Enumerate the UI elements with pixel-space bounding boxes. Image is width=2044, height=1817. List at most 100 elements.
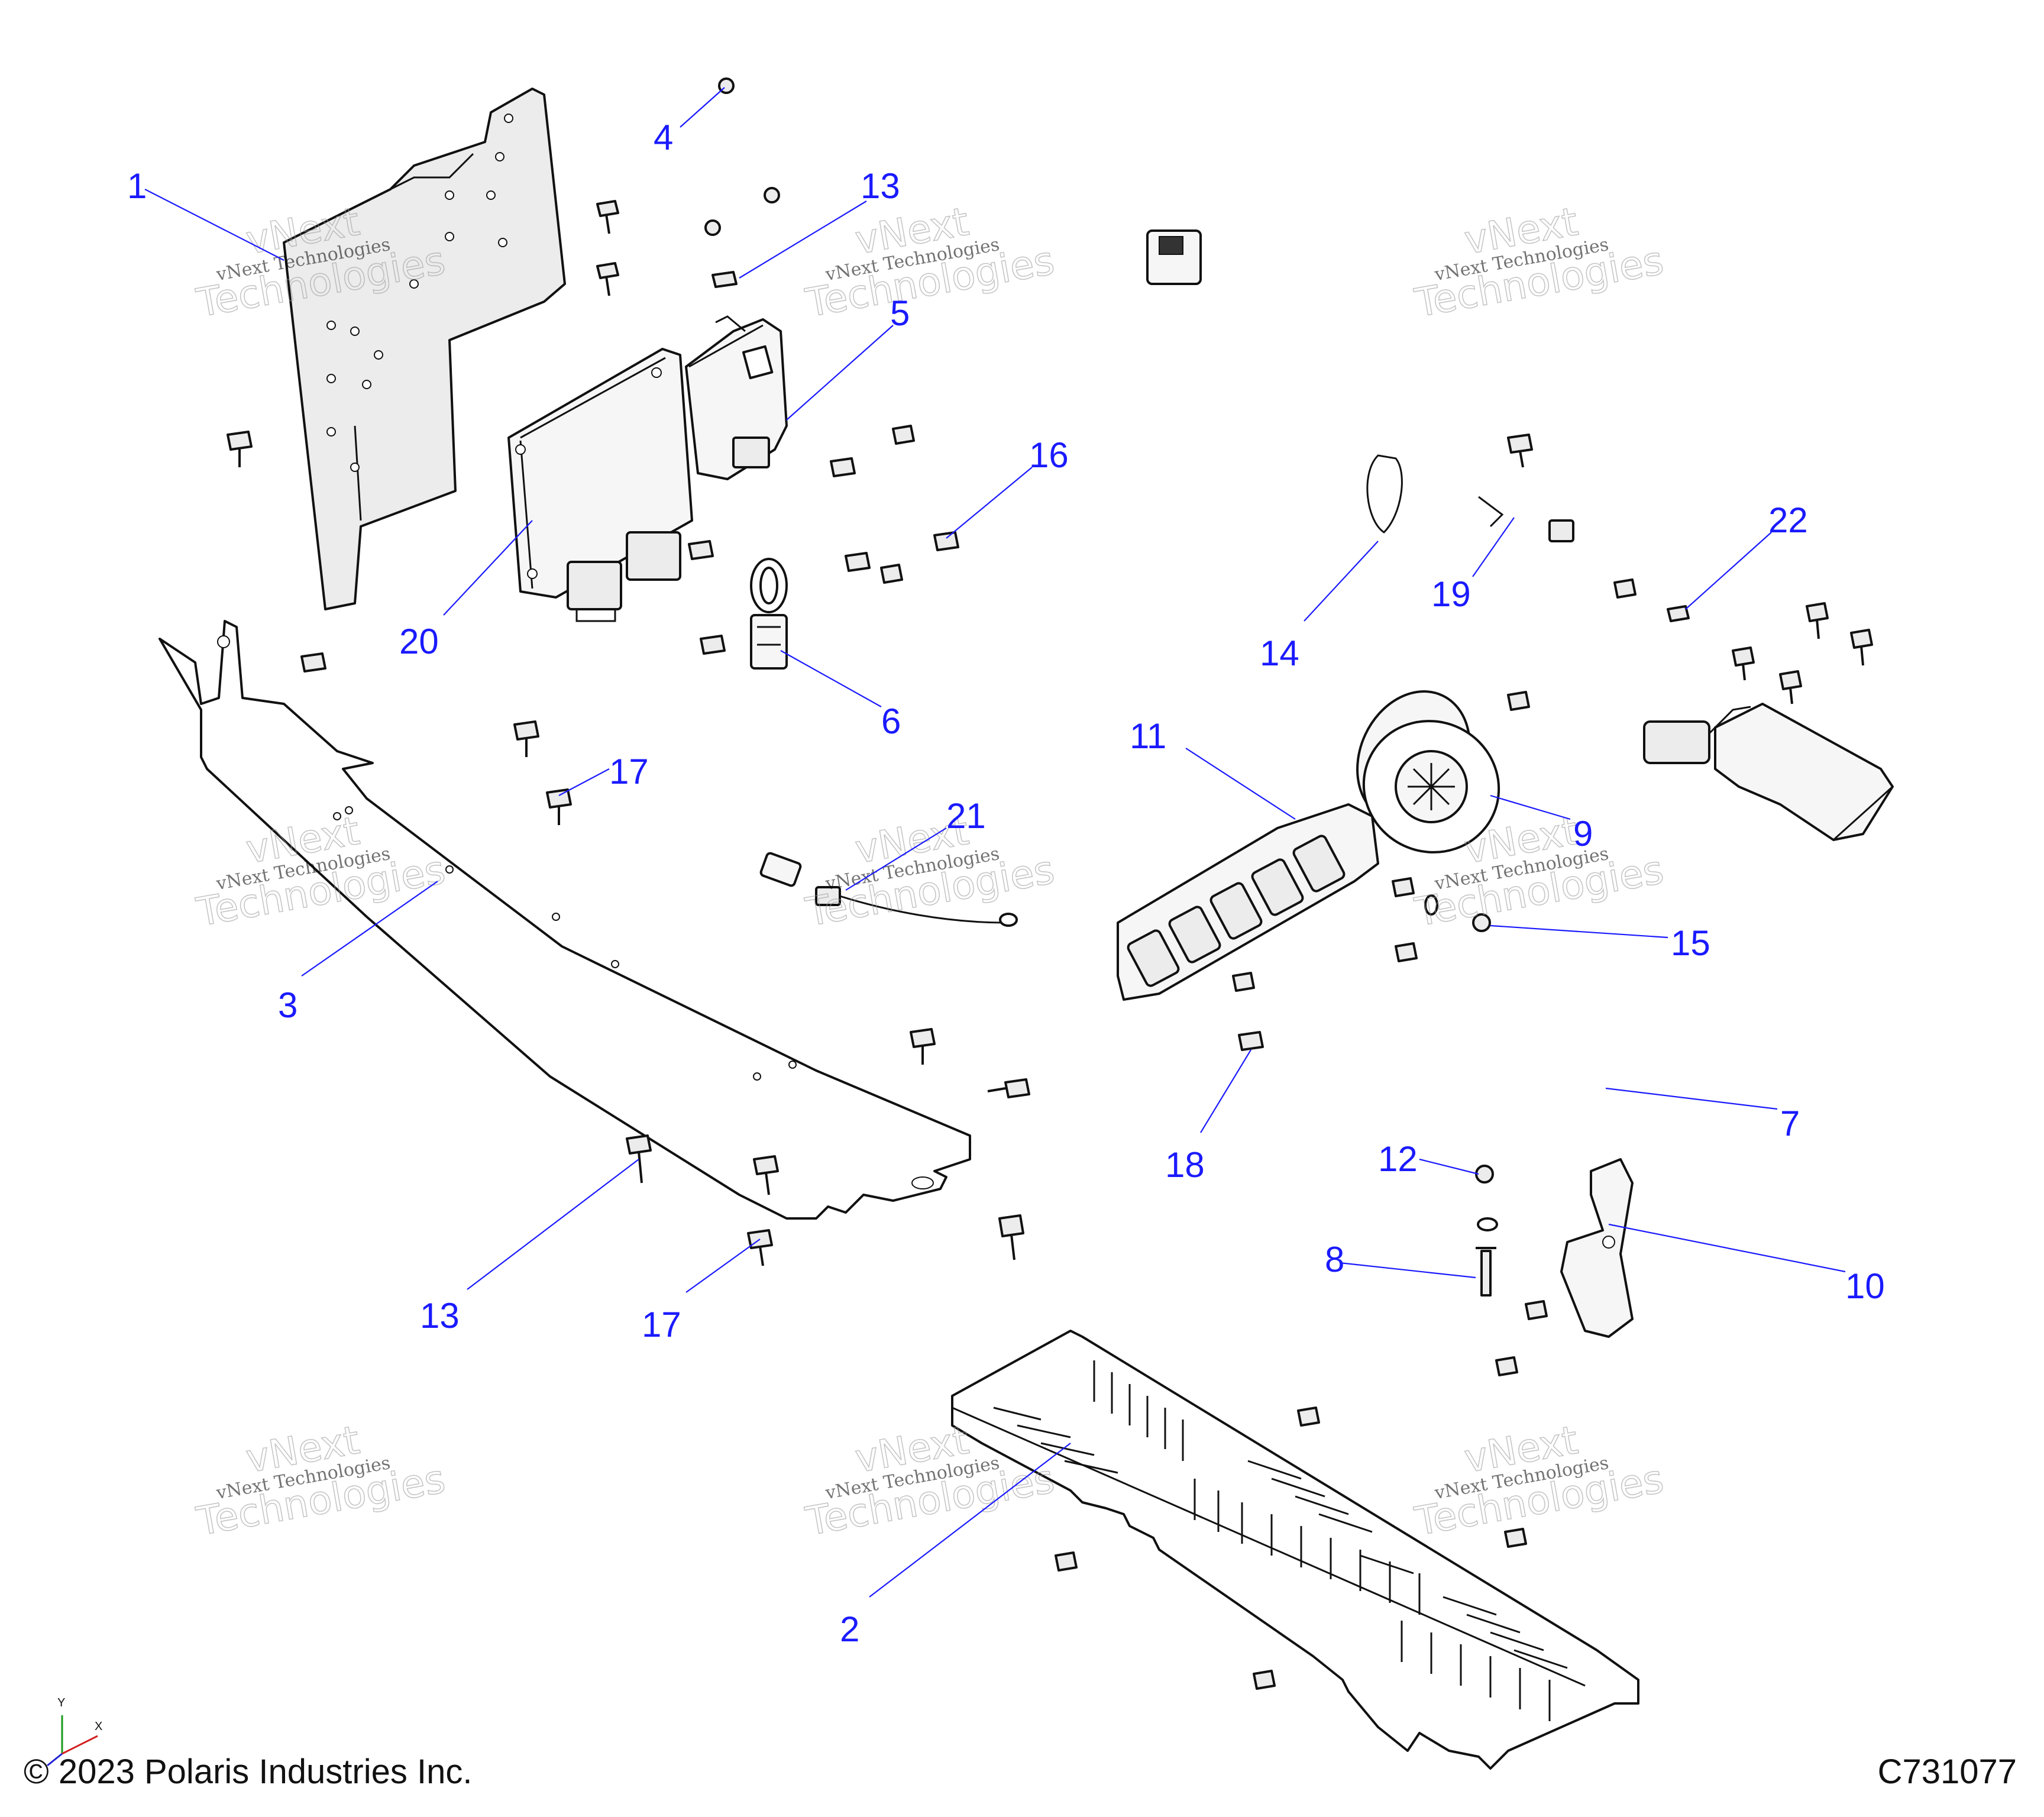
fastener bbox=[704, 219, 721, 236]
fasteners bbox=[227, 77, 1873, 1690]
fastener bbox=[1613, 578, 1637, 599]
part-11-switch-bank bbox=[1117, 803, 1379, 1001]
part-21-wire-lead bbox=[759, 852, 1018, 927]
svg-text:7: 7 bbox=[1780, 1104, 1800, 1143]
svg-text:14: 14 bbox=[1260, 633, 1299, 673]
svg-text:13: 13 bbox=[420, 1296, 460, 1336]
fastener bbox=[998, 1214, 1024, 1260]
svg-text:22: 22 bbox=[1768, 500, 1808, 540]
part-10-bracket bbox=[1560, 1158, 1634, 1338]
svg-text:11: 11 bbox=[1130, 716, 1166, 756]
svg-text:10: 10 bbox=[1845, 1266, 1885, 1306]
fastener bbox=[1055, 1551, 1078, 1572]
fastener bbox=[700, 635, 726, 655]
fastener bbox=[1297, 1407, 1320, 1427]
svg-text:8: 8 bbox=[1325, 1240, 1344, 1279]
callout-6: 6 bbox=[780, 650, 901, 741]
svg-text:12: 12 bbox=[1378, 1139, 1418, 1179]
fastener bbox=[1732, 646, 1755, 681]
svg-text:2: 2 bbox=[840, 1609, 859, 1649]
fastener bbox=[1507, 691, 1530, 711]
fastener bbox=[1238, 1031, 1264, 1051]
svg-text:1: 1 bbox=[127, 166, 147, 206]
callout-8: 8 bbox=[1325, 1240, 1476, 1279]
axis-triad: Y X bbox=[47, 1696, 102, 1767]
drawing-id: C731077 bbox=[1878, 1753, 2017, 1791]
callout-7: 7 bbox=[1605, 1087, 1800, 1143]
callout-1: 1 bbox=[127, 166, 284, 261]
fastener bbox=[933, 531, 959, 551]
svg-text:4: 4 bbox=[654, 118, 673, 157]
svg-text:3: 3 bbox=[278, 985, 297, 1025]
fastener bbox=[845, 552, 871, 572]
svg-text:6: 6 bbox=[881, 701, 901, 741]
fastener bbox=[711, 271, 738, 288]
fastener bbox=[892, 425, 915, 445]
callout-22: 22 bbox=[1685, 500, 1808, 610]
svg-text:19: 19 bbox=[1431, 574, 1471, 614]
fastener bbox=[688, 540, 714, 560]
fastener bbox=[1475, 1165, 1494, 1184]
fastener bbox=[1850, 629, 1873, 666]
fastener bbox=[300, 652, 326, 673]
callout-18: 18 bbox=[1165, 1049, 1251, 1185]
watermark: vNext vNext Technologies Technologies bbox=[802, 807, 1058, 936]
part-5-relay-module bbox=[685, 315, 788, 480]
callouts: 1 4 13 5 16 20 6 17 bbox=[127, 87, 1885, 1649]
callout-5: 5 bbox=[786, 293, 910, 421]
callout-20: 20 bbox=[399, 520, 533, 661]
fastener bbox=[227, 431, 253, 467]
fastener bbox=[1504, 1528, 1527, 1548]
fastener bbox=[1779, 670, 1802, 704]
fastener bbox=[830, 457, 856, 477]
callout-19: 19 bbox=[1431, 517, 1515, 614]
watermark: vNext vNext Technologies Technologies bbox=[193, 1417, 449, 1545]
callout-10: 10 bbox=[1608, 1223, 1885, 1306]
callout-15: 15 bbox=[1490, 923, 1710, 963]
part-6-connector-loop bbox=[750, 558, 788, 670]
fastener bbox=[910, 1028, 936, 1065]
fastener bbox=[626, 1134, 652, 1184]
callout-12: 12 bbox=[1378, 1139, 1479, 1179]
tray-slots bbox=[993, 1360, 1568, 1721]
svg-text:20: 20 bbox=[399, 622, 439, 661]
callout-21: 21 bbox=[845, 796, 986, 891]
svg-text:13: 13 bbox=[861, 166, 900, 206]
callout-14: 14 bbox=[1260, 541, 1379, 673]
fastener bbox=[1667, 605, 1690, 622]
fastener bbox=[1392, 877, 1415, 897]
callout-4: 4 bbox=[654, 87, 725, 157]
copyright-notice: © 2023 Polaris Industries Inc. bbox=[24, 1753, 472, 1791]
part-9-grommet bbox=[1356, 690, 1500, 853]
callout-13a: 13 bbox=[739, 166, 900, 279]
callout-3: 3 bbox=[278, 881, 438, 1025]
part-7-ground-cable bbox=[1424, 894, 1609, 1231]
part-1-mounting-plate bbox=[283, 88, 566, 610]
svg-text:5: 5 bbox=[890, 293, 910, 333]
fastener bbox=[753, 1155, 779, 1195]
part-20-ecu-module bbox=[507, 348, 693, 622]
fastener bbox=[596, 200, 619, 234]
callout-9: 9 bbox=[1490, 794, 1593, 853]
svg-text:15: 15 bbox=[1671, 923, 1710, 963]
svg-text:17: 17 bbox=[609, 752, 649, 791]
fastener bbox=[546, 788, 572, 825]
fastener bbox=[1495, 1356, 1518, 1376]
svg-text:X: X bbox=[95, 1720, 102, 1733]
part-14-19-harness bbox=[1146, 229, 1574, 542]
watermark: vNext vNext Technologies Technologies bbox=[1411, 1417, 1667, 1545]
fastener bbox=[596, 262, 619, 296]
svg-text:17: 17 bbox=[642, 1305, 681, 1344]
fastener bbox=[1395, 942, 1418, 962]
callout-11: 11 bbox=[1130, 716, 1296, 820]
callout-2: 2 bbox=[840, 1443, 1071, 1649]
fastener bbox=[987, 1078, 1030, 1098]
callout-16: 16 bbox=[946, 435, 1069, 539]
svg-text:21: 21 bbox=[946, 796, 986, 836]
callout-13b: 13 bbox=[420, 1159, 639, 1336]
fastener bbox=[1232, 972, 1255, 992]
fastener bbox=[1253, 1670, 1276, 1690]
watermark: vNext vNext Technologies Technologies bbox=[802, 198, 1058, 326]
fastener bbox=[747, 1229, 773, 1266]
